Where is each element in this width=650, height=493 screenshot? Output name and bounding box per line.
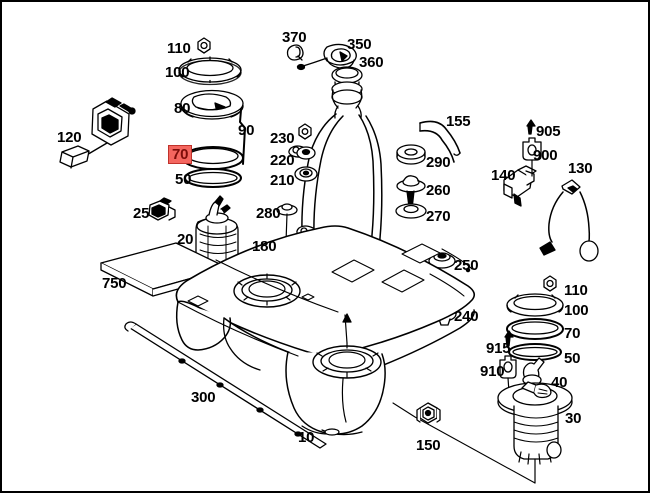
part-915-clip [504, 330, 514, 347]
part-20-fuel-pump [195, 195, 239, 271]
callout-grommet-250[interactable]: 250 [454, 257, 479, 274]
callout-insulation-mat[interactable]: 750 [102, 275, 127, 292]
callout-holder-900[interactable]: 900 [533, 147, 558, 164]
callout-washer-210[interactable]: 210 [270, 172, 295, 189]
part-100-ring-right [506, 293, 564, 317]
callout-level-sensor-float[interactable]: 120 [57, 129, 82, 146]
callout-hex-nut-top-left[interactable]: 110 [167, 40, 191, 57]
callout-sender-cover-plate[interactable]: 80 [174, 100, 191, 117]
callout-filler-seal-ring[interactable]: 360 [359, 54, 384, 71]
part-90-pin [239, 109, 246, 165]
part-10-fuel-tank [175, 225, 476, 436]
callout-clip-set-180[interactable]: 180 [252, 238, 277, 255]
callout-fuel-tank-body[interactable]: 10 [298, 429, 315, 446]
part-50-oring-right [508, 343, 562, 361]
callout-locking-ring-right[interactable]: 100 [564, 302, 589, 319]
callout-sealing-ring-70[interactable]: 70 [168, 145, 193, 164]
part-220-washer [296, 146, 316, 160]
part-270-washer [395, 203, 427, 219]
callout-grommet-280[interactable]: 280 [256, 205, 281, 222]
callout-retaining-strap[interactable]: 300 [191, 389, 216, 406]
part-150-drain-plug [416, 402, 441, 424]
part-250-grommet [428, 252, 456, 269]
callout-locking-ring-top-left[interactable]: 100 [165, 64, 190, 81]
callout-nut-230[interactable]: 230 [270, 130, 295, 147]
part-230-nut [298, 123, 312, 140]
callout-washer-270[interactable]: 270 [426, 208, 451, 225]
part-210-washer [294, 166, 318, 182]
callout-fuel-filler-cap[interactable]: 350 [347, 36, 372, 53]
part-80-cover-plate [180, 89, 244, 120]
callout-vent-hose-155[interactable]: 155 [446, 113, 471, 130]
callout-rubber-mount-290[interactable]: 290 [426, 154, 451, 171]
callout-drain-plug-150[interactable]: 150 [416, 437, 441, 454]
callout-sealing-ring-right[interactable]: 70 [564, 325, 581, 342]
callout-grommet-240[interactable]: 240 [454, 308, 479, 325]
part-120-level-sensor [59, 97, 136, 169]
callout-cap-clip-370[interactable]: 370 [282, 29, 307, 46]
part-25-clip [148, 197, 176, 221]
callout-o-ring-50-right[interactable]: 50 [564, 350, 581, 367]
part-110-nut-right [543, 275, 557, 292]
callout-retaining-clip-25[interactable]: 25 [133, 205, 150, 222]
callout-holder-910[interactable]: 910 [480, 363, 505, 380]
part-155-hose [419, 120, 461, 163]
part-290-mount [396, 144, 426, 165]
part-910-holder [499, 355, 528, 399]
callout-valve-40[interactable]: 40 [551, 374, 568, 391]
part-370-clip [286, 44, 304, 61]
part-905-clip [526, 119, 536, 135]
part-70-ring-right [506, 318, 564, 340]
callout-washer-220[interactable]: 220 [270, 152, 295, 169]
part-30-pump-module [392, 381, 573, 484]
callout-hex-nut-right[interactable]: 110 [564, 282, 588, 299]
part-900-holder [522, 137, 542, 177]
part-50-o-ring [184, 168, 242, 188]
part-140-connector [503, 165, 537, 207]
callout-cable-harness-130[interactable]: 130 [568, 160, 593, 177]
callout-clip-915[interactable]: 915 [486, 340, 511, 357]
callout-retaining-pin[interactable]: 90 [238, 122, 255, 139]
part-100-locking-ring [178, 56, 242, 86]
callout-clip-905[interactable]: 905 [536, 123, 561, 140]
callout-fuel-pump-swirl-pot[interactable]: 20 [177, 231, 194, 248]
part-130-cable-harness [539, 179, 599, 262]
part-300-strap [124, 321, 327, 449]
part-110-nut [197, 37, 211, 54]
callout-bolt-260[interactable]: 260 [426, 182, 451, 199]
callout-connector-140[interactable]: 140 [491, 167, 516, 184]
part-350-filler-cap [296, 43, 357, 71]
part-360-filler-neck [331, 66, 363, 119]
callout-fuel-pump-module-30[interactable]: 30 [565, 410, 582, 427]
callout-o-ring-50-left[interactable]: 50 [175, 171, 192, 188]
